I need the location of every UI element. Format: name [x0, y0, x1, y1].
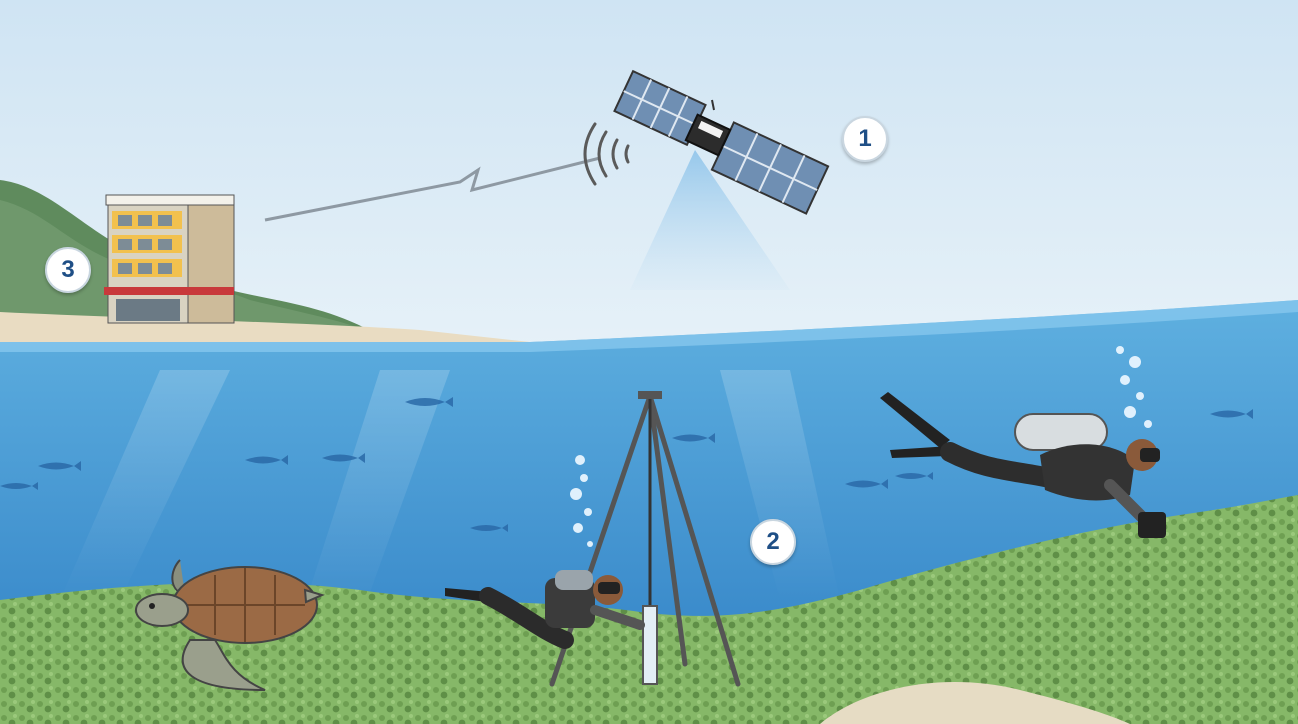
fish-school: [0, 397, 1253, 532]
bubbles: [570, 346, 1152, 547]
diver-swimming: [880, 392, 1166, 538]
marker-3-building: 3: [45, 247, 91, 293]
marker-1-satellite: 1: [842, 116, 888, 162]
signal-line: [264, 156, 601, 222]
seagrass-bed: [0, 495, 1298, 724]
marker-2-tripod: 2: [750, 519, 796, 565]
sand-patch: [820, 682, 1130, 724]
satellite-icon: [613, 69, 830, 215]
satellite-beam: [630, 150, 790, 290]
signal-waves-icon: [583, 122, 630, 186]
building: [104, 194, 235, 324]
turtle: [135, 559, 325, 691]
light-rays: [60, 370, 840, 620]
sensor-tube: [642, 605, 658, 685]
diver-kneeling: [445, 570, 645, 649]
